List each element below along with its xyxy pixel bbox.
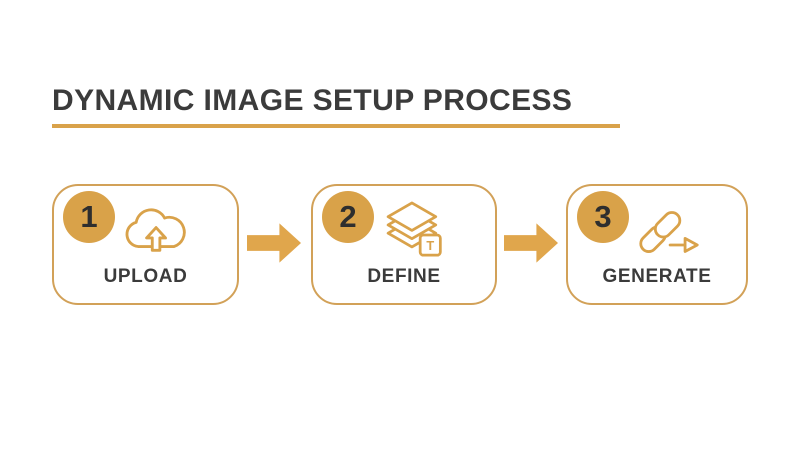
step-label: UPLOAD (103, 266, 188, 287)
arrow-right-icon (504, 222, 559, 264)
layers-text-badge: T (426, 238, 434, 253)
step-box-define: 2 T DEFINE (311, 184, 497, 305)
step-number-badge: 2 (322, 191, 374, 243)
cloud-upload-icon (117, 201, 193, 256)
step-number-badge: 1 (63, 191, 115, 243)
title-underline (52, 124, 620, 128)
step-label: DEFINE (367, 266, 441, 287)
step-label: GENERATE (602, 266, 712, 287)
step-box-generate: 3 GENERATE (566, 184, 748, 305)
step-box-upload: 1 UPLOAD (52, 184, 239, 305)
layers-text-icon: T (379, 201, 445, 258)
step-number-badge: 3 (577, 191, 629, 243)
arrow-right-icon (247, 222, 302, 264)
page-title: DYNAMIC IMAGE SETUP PROCESS (52, 84, 573, 117)
link-arrow-icon (627, 201, 705, 259)
